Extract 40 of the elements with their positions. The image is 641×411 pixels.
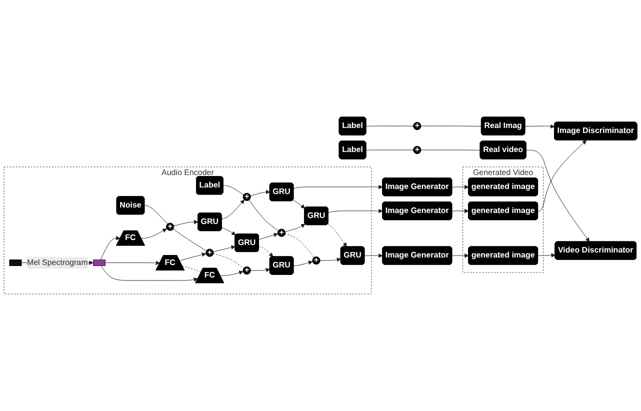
arrow bbox=[328, 208, 383, 214]
arrow bbox=[526, 150, 590, 242]
arrow bbox=[250, 268, 270, 272]
arrow bbox=[222, 227, 236, 236]
arrow bbox=[538, 253, 556, 258]
arrow bbox=[292, 200, 306, 208]
arrow bbox=[320, 258, 342, 262]
arrow bbox=[293, 184, 383, 190]
connector bbox=[144, 205, 168, 224]
arrow bbox=[258, 232, 278, 240]
arrow bbox=[174, 220, 198, 226]
connector bbox=[182, 266, 202, 273]
connector bbox=[223, 185, 244, 196]
arrow bbox=[213, 245, 236, 252]
arrow bbox=[100, 236, 120, 260]
arrow bbox=[538, 140, 587, 212]
arrow bbox=[452, 253, 469, 258]
connector bbox=[284, 234, 314, 258]
node-box bbox=[9, 260, 22, 266]
node-box bbox=[92, 260, 106, 266]
arrow bbox=[328, 224, 347, 247]
arrow bbox=[222, 200, 245, 220]
connector bbox=[213, 253, 244, 268]
arrow bbox=[284, 224, 306, 232]
arrow bbox=[452, 208, 469, 214]
connector bbox=[172, 228, 207, 252]
arrow bbox=[293, 260, 313, 266]
arrow bbox=[452, 184, 469, 190]
connector bbox=[420, 126, 482, 127]
arrow bbox=[141, 228, 167, 239]
arrow bbox=[258, 246, 274, 257]
connector bbox=[366, 126, 414, 127]
arrow bbox=[220, 270, 244, 276]
arrow bbox=[104, 260, 160, 266]
arrow bbox=[179, 252, 206, 261]
arrow bbox=[364, 253, 383, 258]
connector bbox=[248, 200, 279, 231]
arrow bbox=[524, 124, 555, 128]
arrow bbox=[250, 190, 270, 196]
arrow bbox=[100, 266, 198, 282]
